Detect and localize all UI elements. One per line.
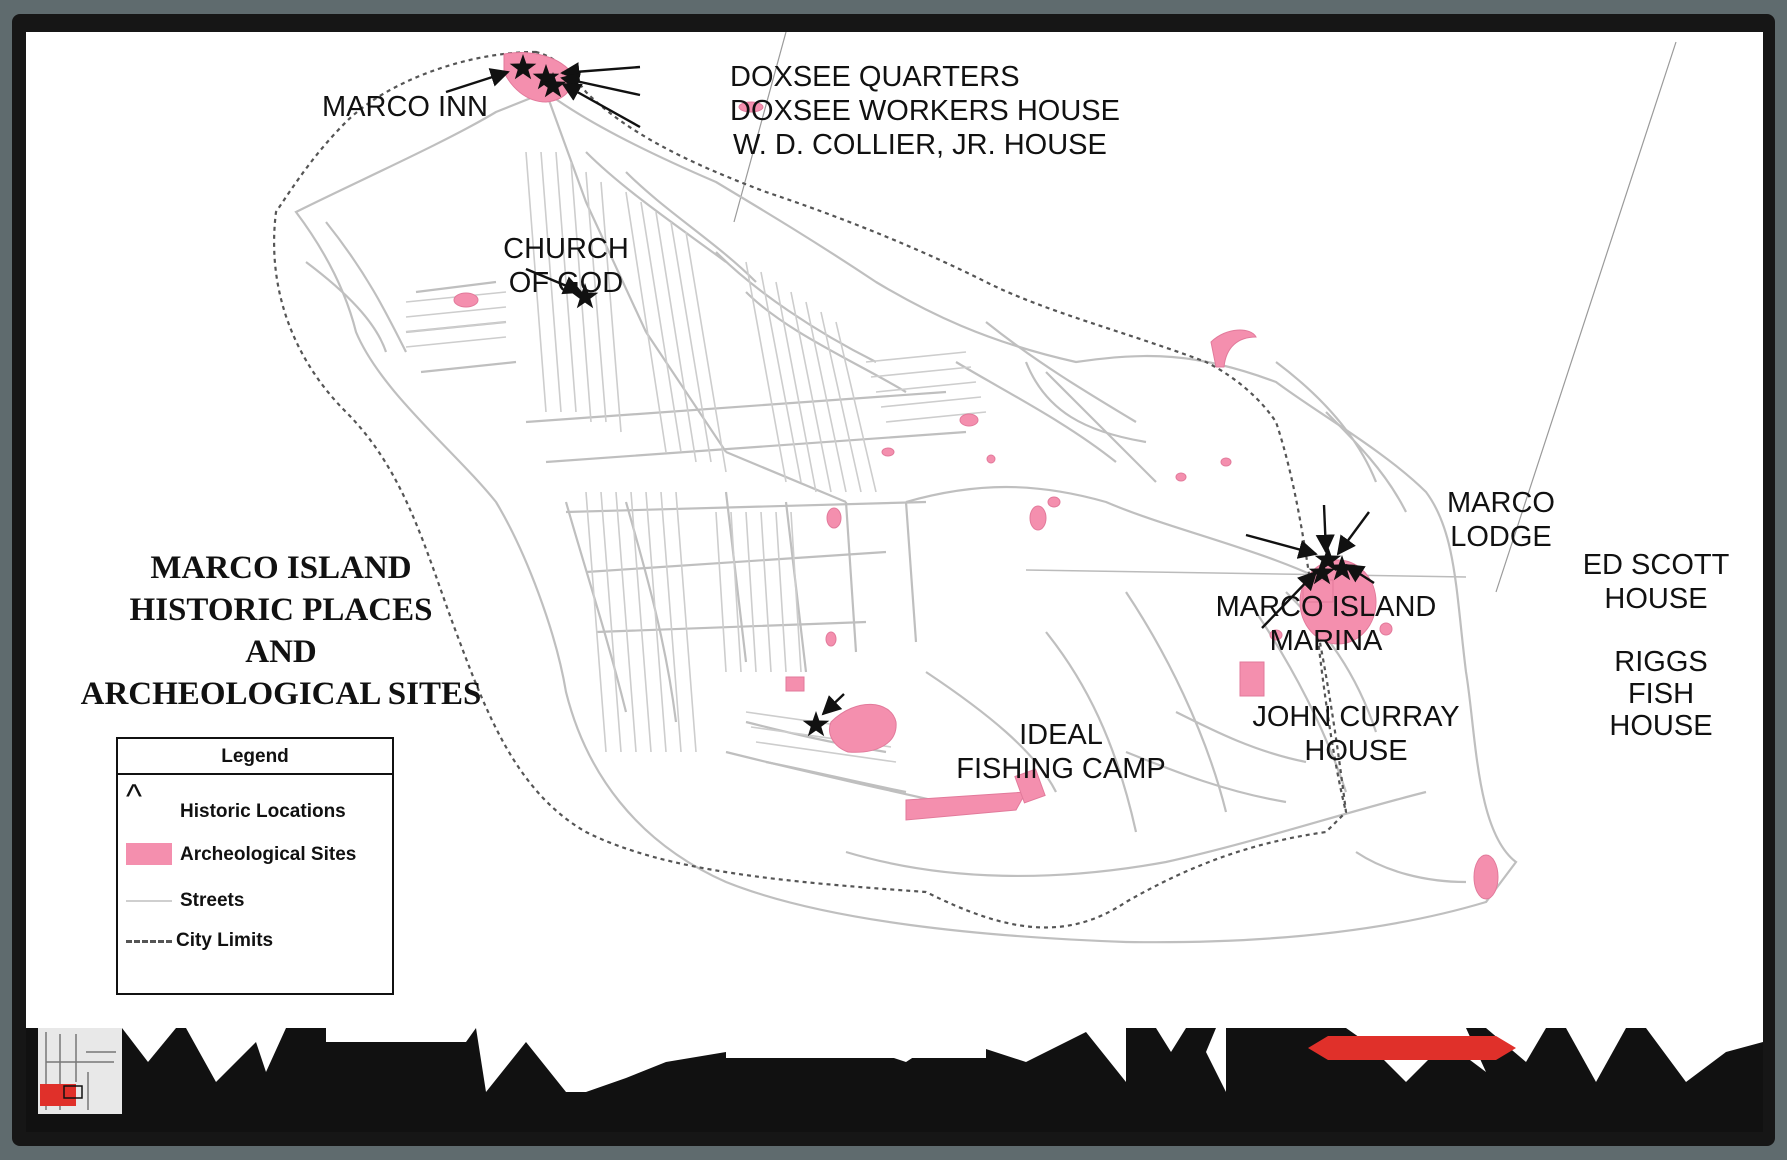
archeological-site [1175,472,1187,482]
label-marco-island-marina: MARCO ISLAND MARINA [1215,591,1437,657]
label-marco-inn: MARCO INN [322,91,488,123]
archeological-site [1220,457,1232,467]
legend-label-archeological: Archeological Sites [180,844,357,865]
archeological-site [1014,768,1046,804]
historic-location-stars [509,54,1356,737]
archeological-site [826,507,842,529]
arrow-icon [1261,570,1318,629]
arrow-icon [1336,511,1370,556]
archeological-site [1473,854,1499,900]
legend-label-streets: Streets [180,890,245,911]
arrow-icon [561,82,641,129]
city-limits-line [272,50,1348,929]
boundary-line [733,32,787,223]
legend-label-historic: Historic Locations [180,801,346,822]
archeological-site [1029,505,1047,531]
street-line [1025,569,1467,578]
label-doxsee-workers-house: DOXSEE WORKERS HOUSE [730,95,1120,127]
banner-red-shape [1308,1036,1516,1060]
archeological-site [959,413,979,427]
archeological-site [1269,629,1283,641]
street-grid [405,151,987,763]
archeological-site [1379,622,1393,636]
star-icon [532,64,560,90]
arrow-icon [1315,504,1335,554]
locator-highlight [40,1084,76,1106]
label-wd-collier-jr-house: W. D. COLLIER, JR. HOUSE [733,129,1107,161]
arrow-icon [560,72,641,97]
archeological-site [1047,496,1061,508]
legend-label-city-limits: City Limits [176,930,274,951]
caret-icon: ^ [126,778,142,816]
leader-arrows [445,62,1375,716]
archeological-site [1239,661,1265,697]
legend-box: Legend ^ Historic Locations Archeologica… [116,737,394,995]
arrow-icon [821,693,845,716]
locator-inset [38,1028,122,1114]
archeological-site [881,447,895,457]
archeological-site [905,791,1027,821]
map-title: MARCO ISLAND HISTORIC PLACES AND ARCHEOL… [80,550,482,712]
label-doxsee-quarters: DOXSEE QUARTERS [730,61,1020,93]
star-icon [571,283,599,309]
archeological-site [785,676,805,692]
bottom-banner [26,1022,1763,1132]
archeological-swatch [126,843,172,865]
star-icon [802,711,830,737]
arrow-icon [1245,533,1318,559]
label-ed-scott-house: ED SCOTT HOUSE [1582,549,1730,615]
star-icon [1314,546,1342,572]
archeological-site [453,292,479,308]
label-church-of-god: CHURCH OF GOD [503,233,629,299]
street-line-swatch [126,900,172,902]
map-panel: MARCO INN DOXSEE QUARTERS DOXSEE WORKERS… [26,32,1763,1022]
city-limits-line [1314,621,1348,813]
star-icon [1328,555,1356,581]
archeological-site [738,101,764,113]
map-canvas [272,32,1677,944]
banner-graphics [26,1022,1763,1114]
label-marco-lodge: MARCO LODGE [1447,487,1555,553]
archeological-site [829,703,897,753]
label-john-curray-house: JOHN CURRAY HOUSE [1252,701,1460,767]
star-icon [1308,559,1336,585]
arrow-icon [560,62,641,82]
label-riggs-fish-house: RIGGS FISH HOUSE [1609,646,1713,742]
boundary-line [1495,41,1677,593]
arrow-icon [525,267,583,295]
archeological-site [825,631,837,647]
star-icon [509,54,537,80]
archeological-site [986,454,996,464]
city-limits-swatch [126,940,172,943]
archeological-site [1210,329,1257,368]
arrow-icon [445,68,510,94]
legend-title: Legend [118,739,392,775]
star-icon [539,72,567,98]
label-ideal-fishing-camp: IDEAL FISHING CAMP [956,719,1166,785]
